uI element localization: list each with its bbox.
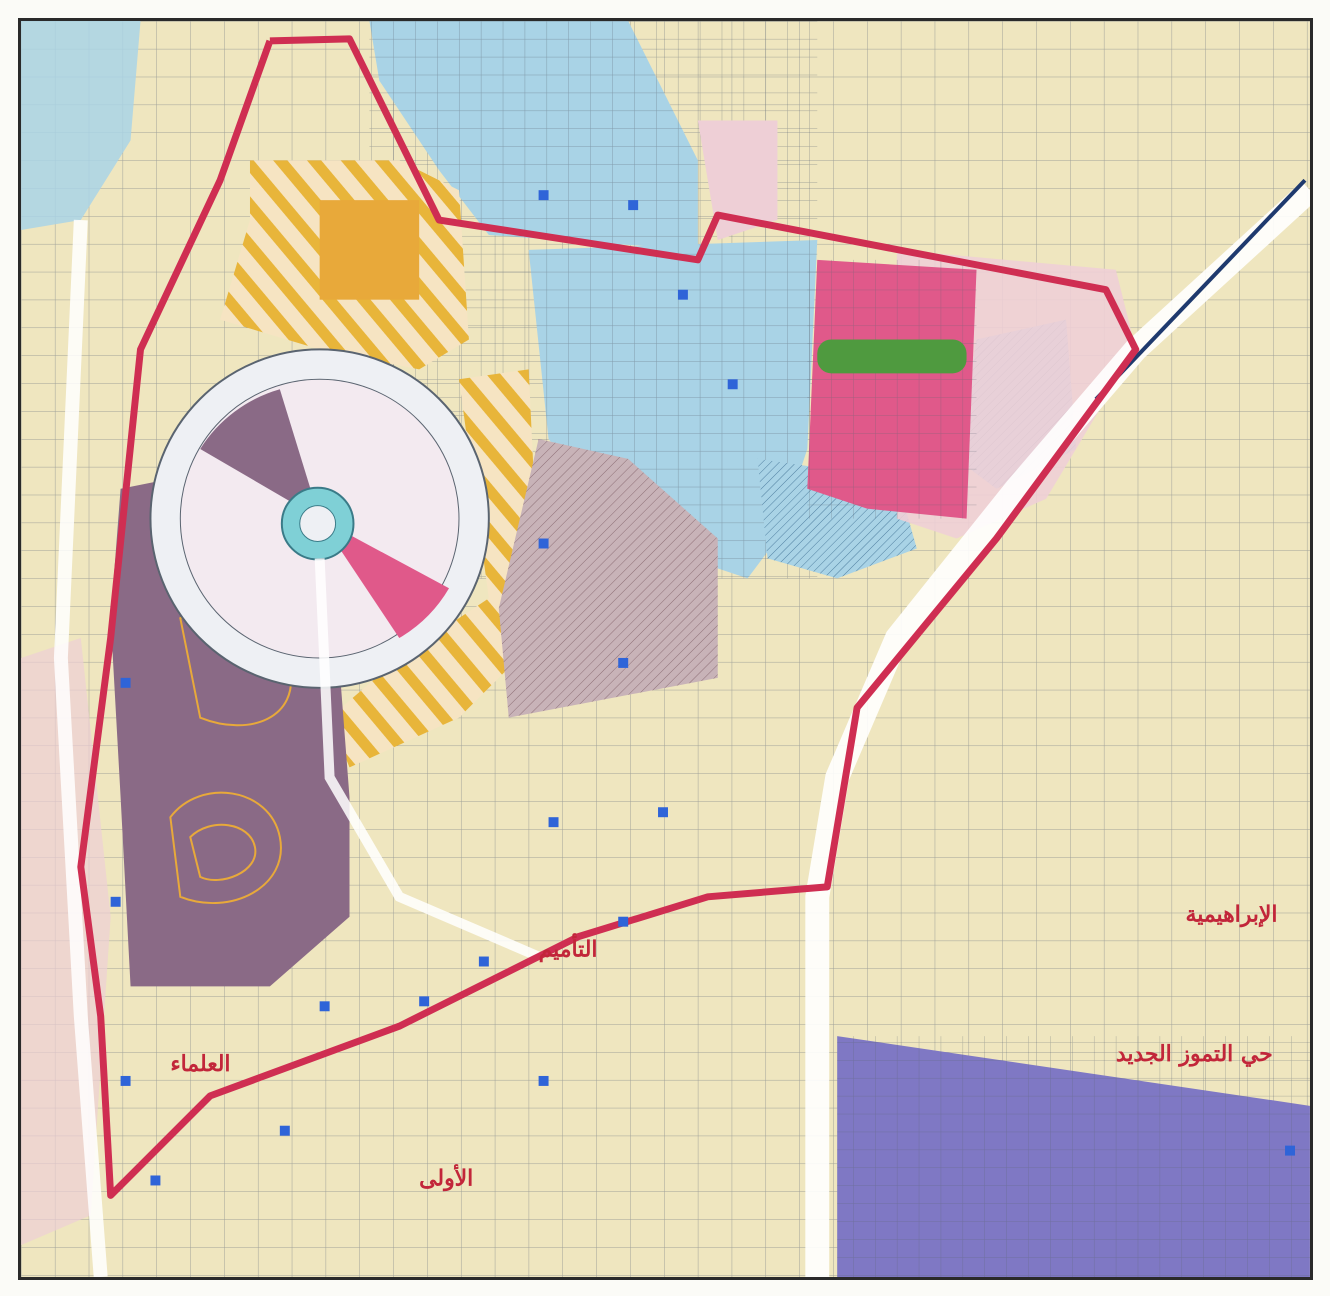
orange-block bbox=[319, 200, 420, 300]
district-label-ibrahimiya: الإبراهيمية bbox=[1186, 902, 1278, 929]
district-label-tammuz: حي التموز الجديد bbox=[1116, 1041, 1273, 1067]
hatched-zone-central[interactable] bbox=[498, 439, 718, 718]
railway-line bbox=[1094, 178, 1307, 401]
western-road bbox=[53, 219, 108, 1277]
contour-lines bbox=[169, 791, 282, 905]
study-area-boundary[interactable] bbox=[77, 35, 1140, 1199]
district-label-first: الأولى bbox=[419, 1163, 473, 1191]
zoning-map[interactable]: الإبراهيمية حي التموز الجديد العلماء الت… bbox=[18, 18, 1313, 1280]
road-central bbox=[314, 558, 541, 962]
civic-sector-pink bbox=[319, 518, 450, 639]
violet-grid bbox=[837, 1036, 1310, 1277]
green-park-strip[interactable] bbox=[817, 339, 967, 374]
district-label-ulama: العلماء bbox=[170, 1051, 230, 1077]
light-pink-zone-ne bbox=[697, 120, 778, 240]
civic-sector-purple bbox=[200, 389, 320, 519]
service-markers bbox=[110, 190, 1295, 1186]
blue-zone-west bbox=[21, 21, 141, 231]
pink-grid bbox=[807, 259, 977, 519]
roundabout-inner bbox=[299, 505, 337, 543]
district-label-tamim: التأميم bbox=[539, 933, 598, 963]
yellow-zone-central[interactable] bbox=[329, 369, 539, 768]
